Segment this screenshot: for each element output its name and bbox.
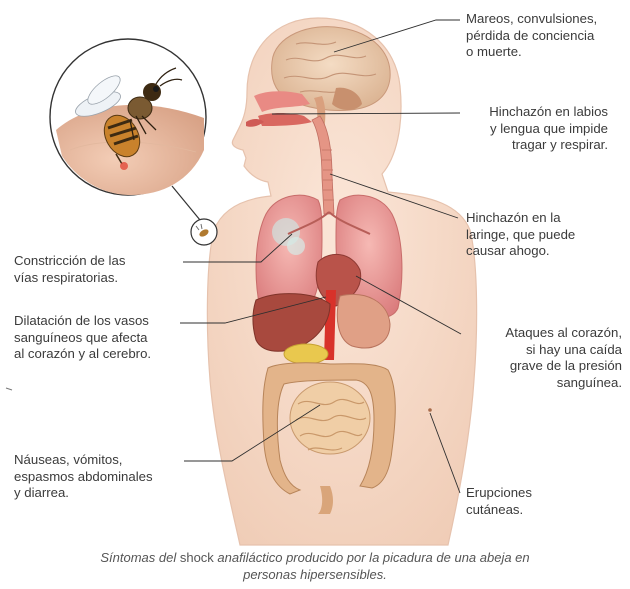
label-skin-symptoms: Erupciones cutáneas. — [466, 485, 532, 518]
label-larynx-symptoms: Hinchazón en la laringe, que puede causa… — [466, 210, 575, 260]
figure-caption: Síntomas del shock anafiláctico producid… — [100, 549, 530, 583]
caption-part-2: shock — [180, 550, 214, 565]
label-heart-symptoms: Ataques al corazón, si hay una caída gra… — [466, 325, 622, 391]
pancreas — [284, 344, 328, 364]
label-brain-symptoms: Mareos, convulsiones, pérdida de concien… — [466, 11, 597, 61]
bee-sting-inset — [50, 39, 217, 245]
label-lips-symptoms: Hinchazón en labios y lengua que impide … — [466, 104, 608, 154]
edge-mark — [6, 388, 12, 390]
label-vessels-symptoms: Dilatación de los vasos sanguíneos que a… — [14, 313, 151, 363]
caption-part-1: Síntomas del — [100, 550, 180, 565]
label-airways-symptoms: Constricción de las vías respiratorias. — [14, 253, 125, 286]
caption-part-3: anafiláctico producido por la picadura d… — [214, 550, 530, 582]
skin-dot — [428, 408, 432, 412]
label-gut-symptoms: Náuseas, vómitos, espasmos abdominales y… — [14, 452, 153, 502]
